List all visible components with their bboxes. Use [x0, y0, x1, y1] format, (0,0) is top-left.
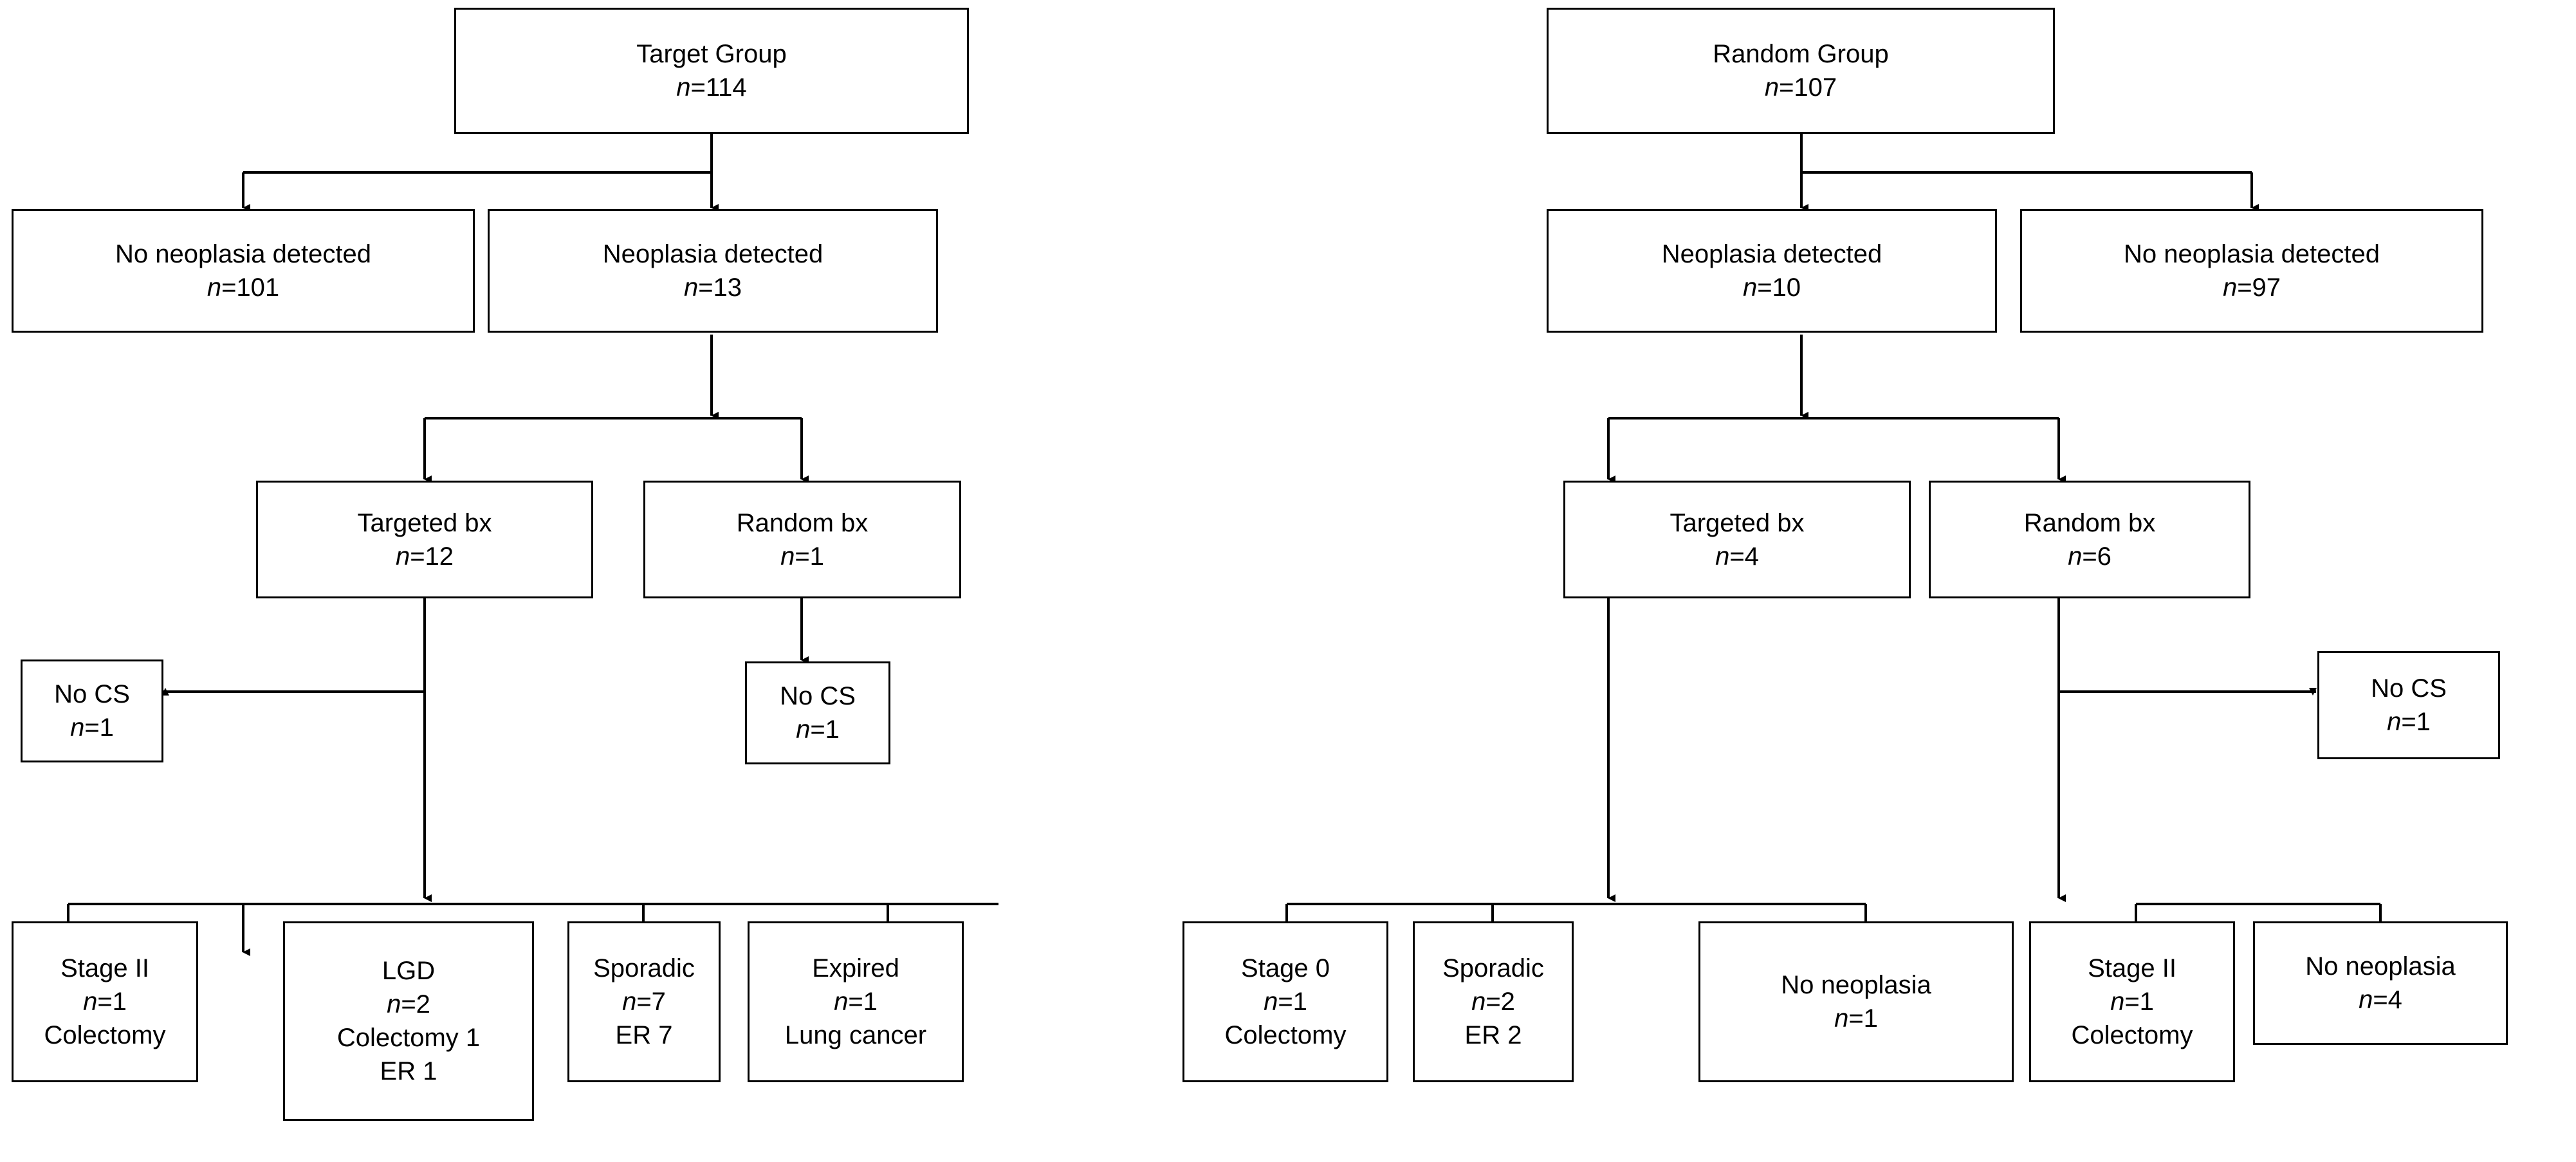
node-title: Stage 0	[1241, 954, 1330, 982]
node-count: n=1	[796, 715, 840, 744]
node-detail-2: ER 1	[380, 1057, 437, 1085]
node-detail-1: Colectomy 1	[336, 1024, 481, 1052]
node-title: Random Group	[1713, 40, 1889, 68]
node-random-no-cs[interactable]: No CS n=1	[2317, 651, 2500, 759]
node-random-no-neoplasia-random[interactable]: No neoplasia n=4	[2253, 921, 2508, 1045]
node-title: Target Group	[636, 40, 787, 68]
node-detail-1: Lung cancer	[784, 1021, 927, 1049]
node-title: No neoplasia	[1781, 971, 1931, 999]
node-title: Random bx	[736, 508, 869, 537]
node-random-targeted-bx[interactable]: Targeted bx n=4	[1563, 481, 1911, 598]
node-random-group[interactable]: Random Group n=107	[1547, 8, 2055, 134]
node-detail-1: Colectomy	[44, 1021, 166, 1049]
node-title: Stage II	[2088, 954, 2176, 982]
node-target-targeted-bx[interactable]: Targeted bx n=12	[256, 481, 593, 598]
node-title: No neoplasia detected	[2123, 240, 2380, 268]
node-random-stage2[interactable]: Stage II n=1 Colectomy	[2029, 921, 2235, 1082]
node-title: Sporadic	[593, 954, 695, 982]
node-count: n=2	[387, 990, 430, 1019]
node-count: n=1	[780, 542, 824, 571]
node-count: n=2	[1471, 988, 1515, 1016]
node-random-neoplasia[interactable]: Neoplasia detected n=10	[1547, 209, 1997, 333]
node-target-no-cs-right[interactable]: No CS n=1	[745, 661, 890, 764]
node-title: Neoplasia detected	[602, 240, 823, 268]
node-count: n=10	[1742, 273, 1801, 302]
node-count: n=6	[2068, 542, 2111, 571]
node-detail-1: Colectomy	[2071, 1021, 2193, 1049]
node-title: No CS	[780, 682, 856, 710]
node-count: n=1	[834, 988, 878, 1016]
node-title: No CS	[2371, 674, 2447, 703]
node-count: n=7	[622, 988, 666, 1016]
node-count: n=1	[2387, 708, 2431, 736]
node-title: Targeted bx	[1670, 508, 1805, 537]
node-detail-1: ER 7	[615, 1021, 673, 1049]
node-count: n=1	[1834, 1004, 1878, 1033]
node-random-no-neoplasia[interactable]: No neoplasia detected n=97	[2020, 209, 2483, 333]
node-count: n=97	[2222, 273, 2281, 302]
node-target-sporadic[interactable]: Sporadic n=7 ER 7	[567, 921, 721, 1082]
node-title: No neoplasia detected	[115, 240, 372, 268]
node-count: n=1	[83, 988, 127, 1016]
node-count: n=12	[395, 542, 454, 571]
node-title: Targeted bx	[357, 508, 492, 537]
node-title: Expired	[812, 954, 899, 982]
node-title: No neoplasia	[2305, 952, 2456, 981]
node-count: n=1	[1264, 988, 1307, 1016]
node-target-expired[interactable]: Expired n=1 Lung cancer	[748, 921, 964, 1082]
node-target-no-cs-left[interactable]: No CS n=1	[21, 659, 163, 762]
node-random-stage0[interactable]: Stage 0 n=1 Colectomy	[1182, 921, 1388, 1082]
node-random-sporadic[interactable]: Sporadic n=2 ER 2	[1413, 921, 1574, 1082]
node-title: Random bx	[2023, 508, 2156, 537]
node-count: n=114	[676, 73, 747, 102]
node-title: No CS	[54, 680, 130, 708]
node-target-lgd[interactable]: LGD n=2 Colectomy 1 ER 1	[283, 921, 534, 1121]
node-count: n=1	[70, 714, 114, 742]
node-count: n=107	[1764, 73, 1837, 102]
node-random-no-neoplasia-targeted[interactable]: No neoplasia n=1	[1698, 921, 2014, 1082]
node-target-random-bx[interactable]: Random bx n=1	[643, 481, 961, 598]
node-target-no-neoplasia[interactable]: No neoplasia detected n=101	[12, 209, 475, 333]
node-target-neoplasia[interactable]: Neoplasia detected n=13	[488, 209, 938, 333]
node-count: n=4	[2359, 986, 2402, 1014]
node-random-random-bx[interactable]: Random bx n=6	[1929, 481, 2250, 598]
node-title: LGD	[382, 957, 436, 985]
node-detail-1: ER 2	[1464, 1021, 1522, 1049]
node-title: Stage II	[60, 954, 149, 982]
node-count: n=1	[2110, 988, 2154, 1016]
node-target-group[interactable]: Target Group n=114	[454, 8, 969, 134]
node-title: Sporadic	[1442, 954, 1544, 982]
node-target-stage2[interactable]: Stage II n=1 Colectomy	[12, 921, 198, 1082]
node-count: n=4	[1715, 542, 1759, 571]
node-count: n=101	[207, 273, 280, 302]
node-detail-1: Colectomy	[1224, 1021, 1347, 1049]
node-title: Neoplasia detected	[1661, 240, 1882, 268]
node-count: n=13	[683, 273, 742, 302]
